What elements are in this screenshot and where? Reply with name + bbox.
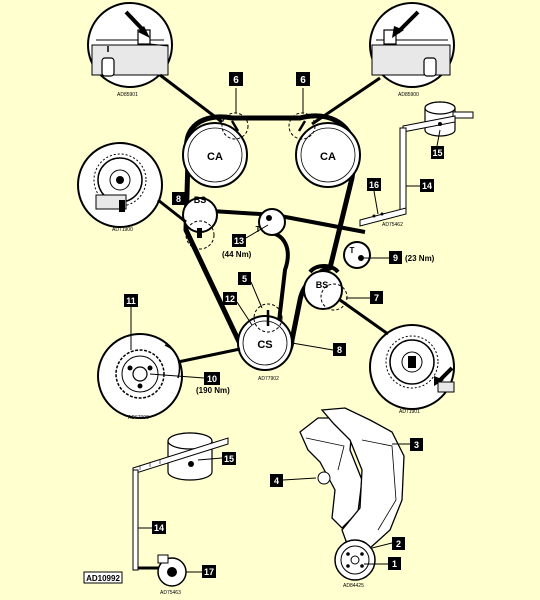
callout-box-17 xyxy=(202,565,216,578)
detail-circle-top-right xyxy=(369,2,455,88)
callout-14a: 14 xyxy=(422,181,432,191)
detail-circle-right-mid xyxy=(369,324,455,410)
figure-code-center-bottom: AD77902 xyxy=(258,376,279,382)
gauge-tool-bottom-left xyxy=(132,432,229,587)
leader-4 xyxy=(282,477,317,481)
timing-mark-cam-right xyxy=(297,120,307,132)
callout-box-7 xyxy=(370,291,383,304)
torque-9: (23 Nm) xyxy=(405,254,435,263)
callout-6b: 6 xyxy=(300,75,306,86)
callout-box-10 xyxy=(204,372,220,385)
leader-12 xyxy=(236,301,253,326)
label-ca-left: CA xyxy=(207,151,223,163)
callout-box-13 xyxy=(232,234,246,247)
leader-10 xyxy=(149,373,205,379)
callout-box-11 xyxy=(124,294,138,307)
torque-13: (44 Nm) xyxy=(222,250,252,259)
callout-box-2 xyxy=(392,537,405,550)
leader-5 xyxy=(250,281,263,309)
callout-15a: 15 xyxy=(432,148,442,158)
timing-mark-cam-left xyxy=(230,120,240,132)
figure-code-bottom-left-gauge: AD75463 xyxy=(160,590,181,596)
callout-11: 11 xyxy=(126,296,136,306)
label-ca-right: CA xyxy=(320,151,336,163)
leader-bottom-left xyxy=(177,347,241,364)
callout-box-8b xyxy=(333,343,346,356)
callout-box-15a xyxy=(431,146,444,159)
figure-code-top-right: AD85900 xyxy=(398,92,419,98)
figure-code-top-left: AD85901 xyxy=(117,92,138,98)
callout-17: 17 xyxy=(204,567,214,577)
figure-code-right-mid: AD71901 xyxy=(399,409,420,415)
callout-box-9 xyxy=(389,251,402,264)
leader-15a xyxy=(436,129,441,147)
figure-code-right-gauge: AD75462 xyxy=(382,222,403,228)
leader-2 xyxy=(371,542,393,549)
balancer-pulley-upper xyxy=(182,197,218,250)
leader-13 xyxy=(245,224,269,239)
callout-8a: 8 xyxy=(176,194,181,204)
callout-10: 10 xyxy=(207,374,217,384)
callout-box-6b xyxy=(296,72,310,86)
callout-16: 16 xyxy=(369,180,379,190)
callout-6a: 6 xyxy=(233,75,239,86)
callout-box-5 xyxy=(238,272,251,285)
detail-circle-top-left xyxy=(87,2,173,88)
label-bs-lower: BS xyxy=(316,280,329,290)
detail-circle-bottom-left xyxy=(97,333,183,419)
tensioner-lower xyxy=(343,241,371,269)
callout-box-8a xyxy=(172,192,185,205)
balancer-pulley-lower xyxy=(303,264,348,311)
timing-mark-ring-cam-left xyxy=(221,112,249,140)
callout-box-12 xyxy=(223,292,237,305)
callout-box-15b xyxy=(222,452,236,465)
callout-9: 9 xyxy=(393,253,398,263)
callout-12: 12 xyxy=(225,294,235,304)
leader-8b xyxy=(291,342,334,351)
callout-4: 4 xyxy=(274,476,279,486)
figure-code-cover-pulley: AD84425 xyxy=(343,583,364,589)
callout-box-6a xyxy=(229,72,243,86)
callout-box-3 xyxy=(410,438,423,451)
crankshaft-pulley xyxy=(237,303,293,371)
leader-top-left xyxy=(159,73,223,124)
camshaft-pulley-right xyxy=(295,122,361,188)
callout-7: 7 xyxy=(374,293,379,303)
figure-code-left-mid: AD71900 xyxy=(112,227,133,233)
timing-mark-ring-cam-right xyxy=(288,112,316,140)
figure-id-box xyxy=(83,571,123,584)
leader-15b xyxy=(197,457,223,461)
callout-15b: 15 xyxy=(224,454,234,464)
torque-10: (190 Nm) xyxy=(196,386,230,395)
callout-box-14a xyxy=(420,179,434,192)
detail-circle-left-mid xyxy=(77,142,163,228)
tensioner-upper xyxy=(258,208,286,236)
callout-box-4 xyxy=(270,474,283,487)
callout-box-1 xyxy=(388,557,401,570)
label-t-lower: T xyxy=(350,246,355,255)
callout-box-16 xyxy=(367,178,381,191)
callout-8b: 8 xyxy=(337,345,342,355)
leader-left-mid xyxy=(157,198,187,224)
callout-13: 13 xyxy=(234,236,244,246)
figure-id: AD10992 xyxy=(86,574,120,583)
callout-1: 1 xyxy=(392,559,397,569)
figure-code-bottom-left-sprocket: AD67900 xyxy=(128,415,149,421)
callout-2: 2 xyxy=(396,539,401,549)
callout-5: 5 xyxy=(242,274,247,284)
callout-box-14b xyxy=(152,521,166,534)
callout-14b: 14 xyxy=(154,523,164,533)
leader-16 xyxy=(373,190,379,215)
callout-3: 3 xyxy=(414,440,419,450)
crank-pulley-cover xyxy=(334,539,376,581)
label-cs: CS xyxy=(257,339,272,351)
gauge-tool-right xyxy=(359,101,474,227)
camshaft-pulley-left xyxy=(182,122,248,188)
leader-right-mid xyxy=(339,298,389,336)
label-bs-upper: BS xyxy=(194,195,207,205)
label-t-upper: T xyxy=(256,225,261,234)
